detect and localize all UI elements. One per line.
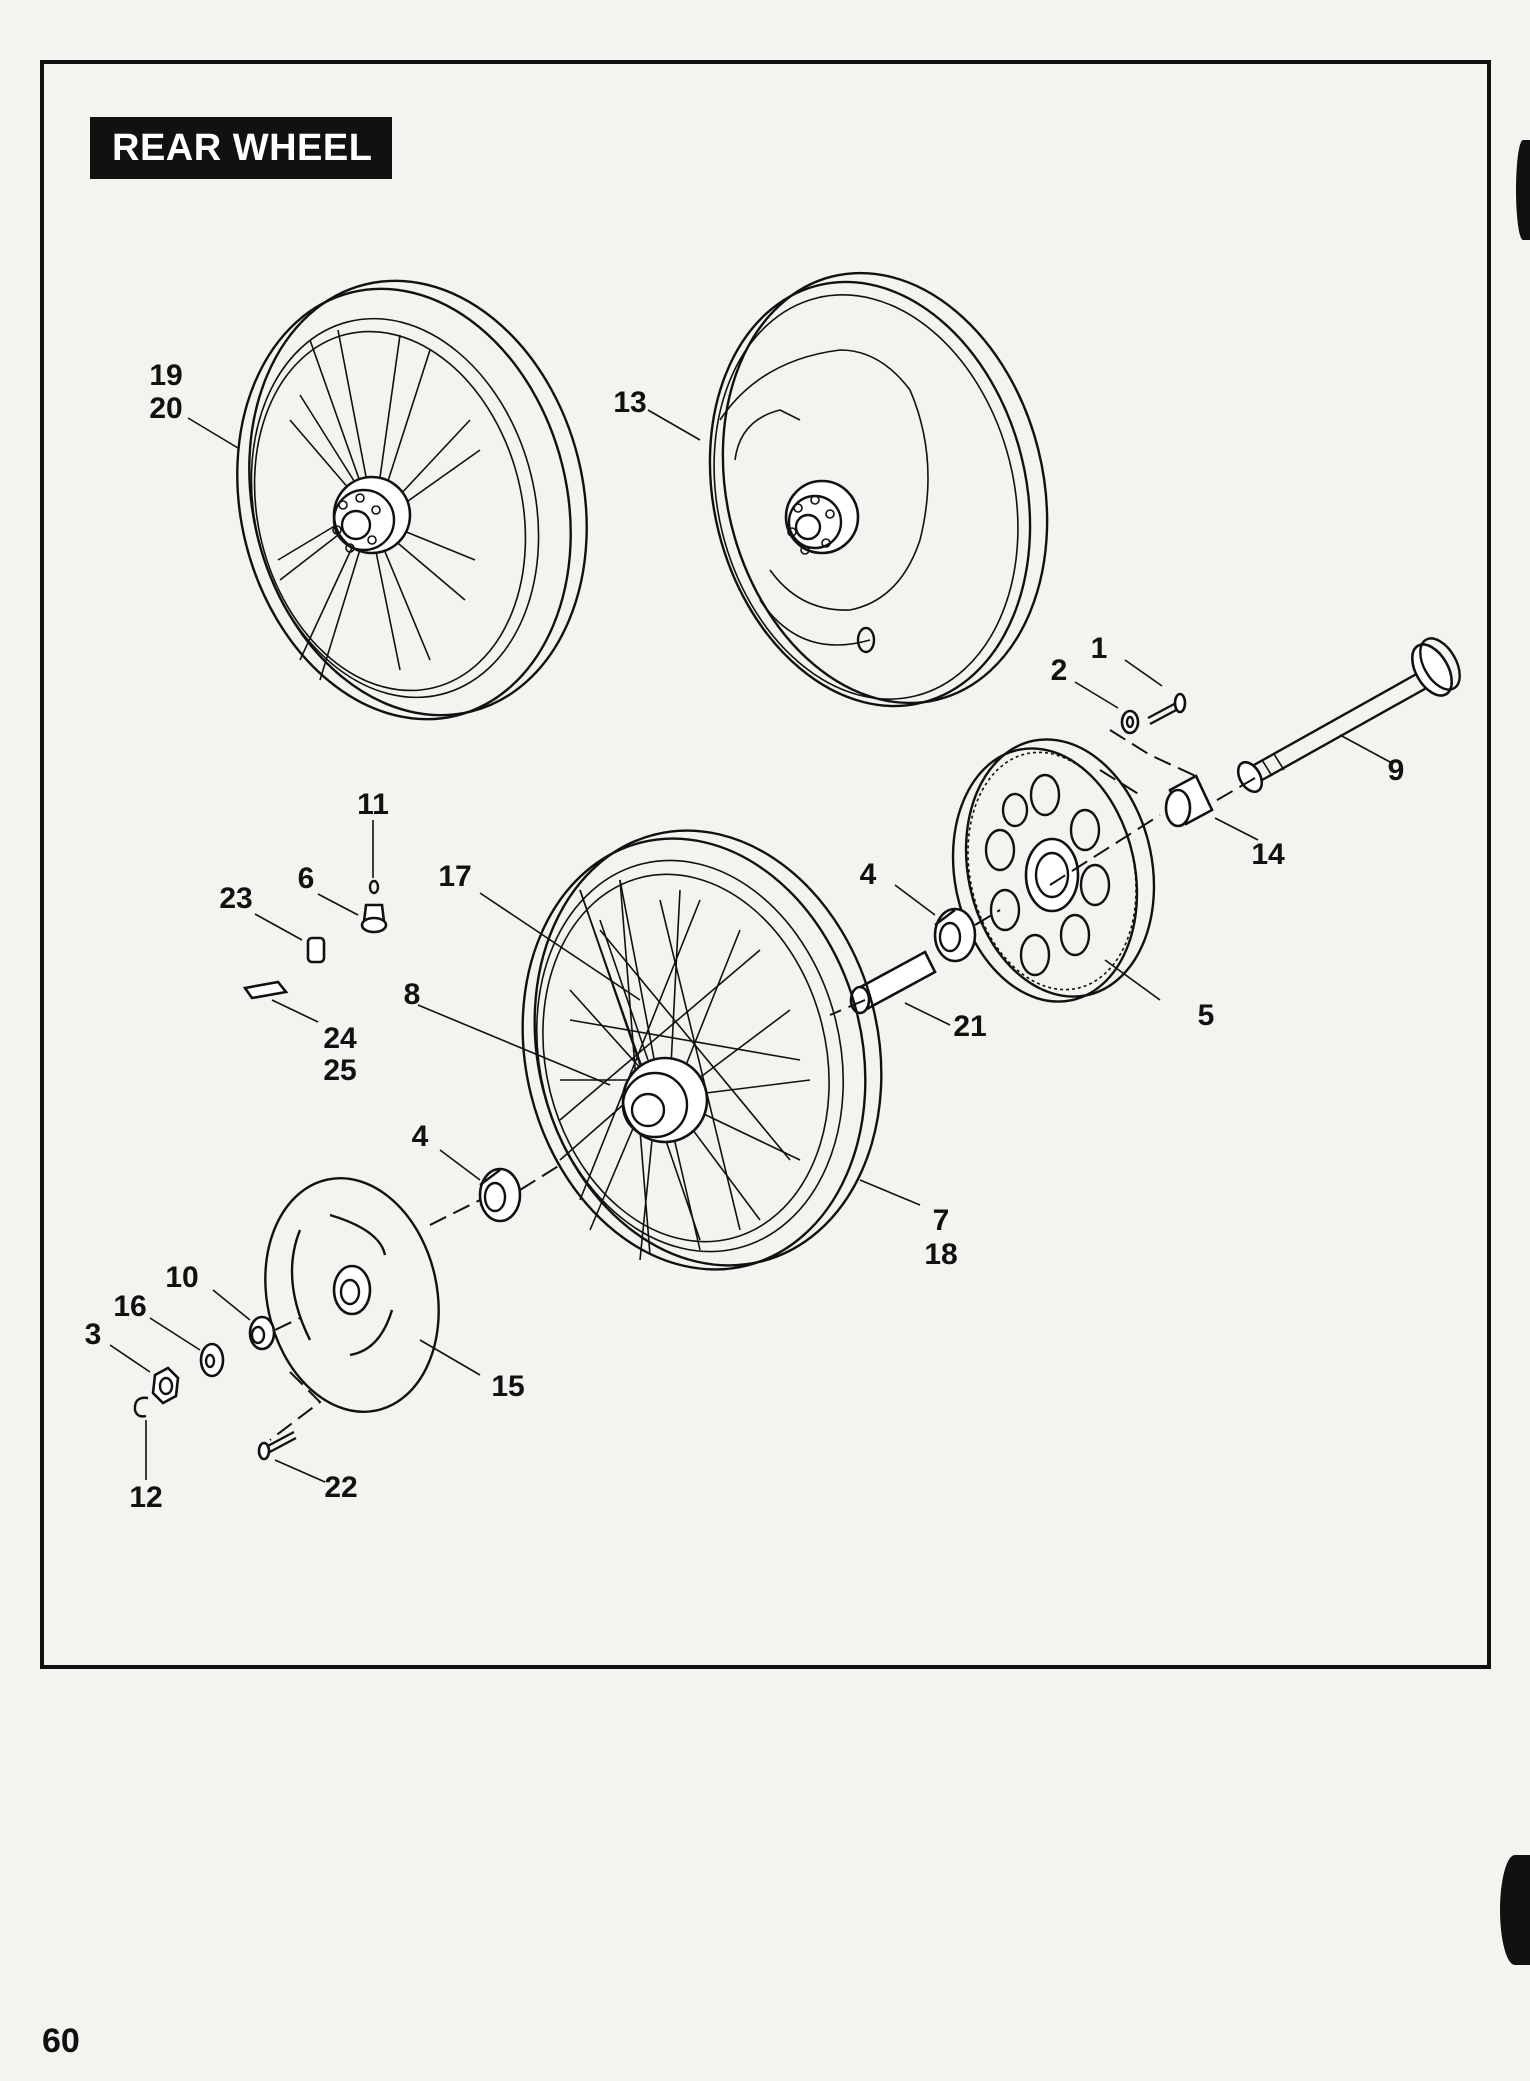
callout-15: 15 bbox=[491, 1370, 524, 1403]
callout-7: 7 bbox=[933, 1204, 950, 1237]
callout-22: 22 bbox=[324, 1471, 357, 1504]
disc-wheel-illustration bbox=[708, 271, 1049, 708]
bearing-lower-illustration bbox=[478, 1167, 522, 1223]
callout-12: 12 bbox=[129, 1481, 162, 1514]
weight-24-illustration bbox=[242, 980, 289, 1000]
assembly-centerlines bbox=[269, 729, 1256, 1441]
callout-16: 16 bbox=[113, 1290, 146, 1323]
brake-disc-illustration bbox=[264, 1177, 440, 1413]
diagram-frame bbox=[40, 60, 1491, 1669]
valve-stem-6-illustration bbox=[360, 903, 388, 934]
spacer-14-illustration bbox=[1164, 774, 1214, 828]
callout-6: 6 bbox=[298, 862, 315, 895]
edge-tab-mark bbox=[1500, 1855, 1530, 1965]
bolt-1-illustration bbox=[1147, 692, 1187, 726]
callout-20: 20 bbox=[149, 392, 182, 425]
callout-17: 17 bbox=[438, 860, 471, 893]
valve-cap-11-illustration bbox=[368, 879, 380, 895]
bolt-22-illustration bbox=[257, 1430, 297, 1461]
axle-illustration bbox=[1236, 637, 1461, 794]
clip-12-illustration bbox=[133, 1396, 149, 1418]
callout-23: 23 bbox=[219, 882, 252, 915]
sprocket-illustration bbox=[951, 738, 1156, 1003]
callout-21: 21 bbox=[953, 1010, 986, 1043]
callout-4-lower: 4 bbox=[412, 1120, 429, 1153]
callout-19: 19 bbox=[149, 359, 182, 392]
bearing-upper-illustration bbox=[933, 907, 977, 963]
page-number: 60 bbox=[42, 2022, 80, 2060]
cast-wheel-illustration bbox=[236, 279, 588, 721]
page-title: REAR WHEEL bbox=[90, 117, 393, 179]
callout-24: 24 bbox=[323, 1022, 357, 1055]
callout-11: 11 bbox=[357, 788, 389, 821]
callout-10: 10 bbox=[165, 1261, 198, 1294]
callout-8: 8 bbox=[404, 978, 421, 1011]
weight-23-illustration bbox=[306, 936, 326, 964]
callout-9: 9 bbox=[1388, 754, 1405, 787]
callout-25: 25 bbox=[323, 1054, 356, 1087]
callout-1: 1 bbox=[1091, 632, 1108, 665]
spoked-wheel-illustration bbox=[521, 829, 883, 1271]
callout-18: 18 bbox=[924, 1238, 957, 1271]
nut-3-illustration bbox=[151, 1366, 180, 1405]
callout-13: 13 bbox=[613, 386, 646, 419]
callout-2: 2 bbox=[1051, 654, 1068, 687]
edge-tab-mark bbox=[1516, 140, 1530, 240]
callout-numbers: 1 2 3 4 4 5 6 7 8 9 10 11 12 13 14 15 16… bbox=[85, 359, 1405, 1514]
washer-2-illustration bbox=[1120, 709, 1140, 735]
callout-14: 14 bbox=[1251, 838, 1285, 871]
callout-5: 5 bbox=[1198, 999, 1215, 1032]
leader-lines bbox=[109, 409, 1391, 1483]
spacer-10-illustration bbox=[248, 1315, 276, 1351]
callout-4-upper: 4 bbox=[860, 858, 877, 891]
callout-3: 3 bbox=[85, 1318, 102, 1351]
spacer-21-illustration bbox=[849, 950, 937, 1015]
washer-16-illustration bbox=[199, 1342, 225, 1378]
